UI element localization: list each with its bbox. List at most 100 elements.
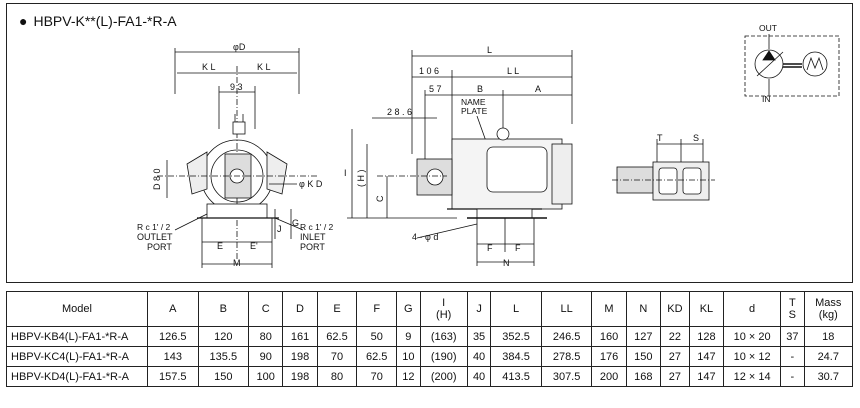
col-M: M [591, 291, 627, 327]
table-cell: 27 [659, 366, 690, 387]
col-J: J [466, 291, 492, 327]
dim-106: 1 0 6 [419, 66, 439, 76]
outlet-label-1: OUTLET [137, 232, 173, 242]
table-cell: 278.5 [540, 346, 593, 367]
col-D: D [282, 291, 318, 327]
title-text: HBPV-K**(L)-FA1-*R-A [33, 13, 177, 29]
table-cell: 413.5 [490, 366, 542, 387]
spec-table: Model A B C D E F G I(H) J L LL M N KD K… [6, 291, 854, 387]
table-cell: - [780, 346, 805, 367]
dim-57: 5 7 [429, 84, 442, 94]
dim-A: A [535, 84, 541, 94]
table-cell: 30.7 [803, 366, 854, 387]
col-I-H: I(H) [419, 291, 468, 327]
drawing-title: ● HBPV-K**(L)-FA1-*R-A [19, 13, 177, 29]
side-view: L 1 0 6 L L 5 7 B A NAME PLATE 2 8 . 6 [344, 45, 573, 268]
table-cell: 100 [248, 366, 284, 387]
table-cell: 70 [316, 346, 358, 367]
table-cell: 120 [197, 326, 250, 347]
name-plate-1: NAME [461, 97, 486, 107]
dim-N: N [503, 258, 510, 268]
col-d: d [723, 291, 782, 327]
table-cell: 246.5 [540, 326, 593, 347]
dim-286: 2 8 . 6 [387, 107, 412, 117]
table-cell: 22 [659, 326, 690, 347]
table-cell: 384.5 [490, 346, 542, 367]
table-cell: 161 [282, 326, 318, 347]
dim-KL-right: K L [257, 62, 271, 72]
table-row: HBPV-KD4(L)-FA1-*R-A 157.5 150 100 198 8… [6, 366, 854, 387]
table-cell: 352.5 [490, 326, 542, 347]
dim-93: 9 3 [230, 82, 243, 92]
table-header-row: Model A B C D E F G I(H) J L LL M N KD K… [6, 291, 854, 327]
table-cell: 35 [466, 326, 492, 347]
dim-phiD: φD [233, 42, 246, 52]
table-cell: 12 × 14 [723, 366, 782, 387]
table-cell: 18 [803, 326, 854, 347]
symbol-in-label: IN [762, 94, 771, 104]
table-row: HBPV-KC4(L)-FA1-*R-A 143 135.5 90 198 70… [6, 346, 854, 367]
col-L: L [490, 291, 542, 327]
inlet-label-2: PORT [300, 242, 325, 252]
table-cell: HBPV-KD4(L)-FA1-*R-A [6, 366, 148, 387]
dim-B: B [477, 84, 483, 94]
technical-drawing: φD K L K L 9 3 D 8 0 [137, 23, 840, 268]
table-cell: 50 [356, 326, 398, 347]
dim-LL: L L [507, 66, 519, 76]
table-cell: (200) [419, 366, 468, 387]
dim-M: M [233, 258, 241, 268]
col-B: B [197, 291, 250, 327]
table-row: HBPV-KB4(L)-FA1-*R-A 126.5 120 80 161 62… [6, 326, 854, 347]
col-LL: LL [540, 291, 593, 327]
dim-J: J [277, 224, 282, 234]
table-cell: 198 [282, 366, 318, 387]
table-cell: 24.7 [803, 346, 854, 367]
table-cell: 307.5 [540, 366, 593, 387]
table-cell: 147 [688, 366, 725, 387]
table-cell: 9 [396, 326, 421, 347]
drawing-frame: ● HBPV-K**(L)-FA1-*R-A φD K L K L 9 3 [6, 3, 853, 283]
inlet-thread: R c 1' / 2 [300, 222, 334, 232]
table-cell: 176 [591, 346, 627, 367]
table-cell: - [780, 366, 805, 387]
dim-E2: E' [250, 241, 258, 251]
table-cell: (163) [419, 326, 468, 347]
table-cell: 37 [780, 326, 805, 347]
col-C: C [248, 291, 284, 327]
inlet-label-1: INLET [300, 232, 326, 242]
table-cell: 62.5 [316, 326, 358, 347]
bullet-icon: ● [19, 13, 28, 29]
table-cell: 127 [625, 326, 661, 347]
dim-KL-left: K L [202, 62, 216, 72]
table-cell: 27 [659, 346, 690, 367]
table-cell: 126.5 [147, 326, 199, 347]
col-KL: KL [688, 291, 725, 327]
dim-D80: D 8 0 [152, 168, 162, 190]
col-A: A [147, 291, 199, 327]
col-model: Model [6, 291, 148, 327]
table-cell: 40 [466, 366, 492, 387]
table-cell: HBPV-KC4(L)-FA1-*R-A [6, 346, 148, 367]
dim-E: E [217, 241, 223, 251]
table-cell: 10 × 12 [723, 346, 782, 367]
table-cell: 147 [688, 346, 725, 367]
hydraulic-symbol: OUT IN [744, 23, 840, 104]
table-cell: 62.5 [356, 346, 398, 367]
dim-H: ( H ) [356, 170, 366, 188]
table-cell: 70 [356, 366, 398, 387]
dim-F1: F [487, 243, 493, 253]
col-G: G [396, 291, 421, 327]
col-E: E [316, 291, 358, 327]
table-cell: 150 [197, 366, 250, 387]
symbol-out-label: OUT [759, 23, 777, 33]
table-cell: 90 [248, 346, 284, 367]
table-cell: 10 × 20 [723, 326, 782, 347]
table-cell: 198 [282, 346, 318, 367]
table-cell: (190) [419, 346, 468, 367]
table-cell: 135.5 [197, 346, 250, 367]
top-view: T S [612, 133, 715, 201]
table-cell: 80 [316, 366, 358, 387]
table-cell: 160 [591, 326, 627, 347]
table-cell: 40 [466, 346, 492, 367]
